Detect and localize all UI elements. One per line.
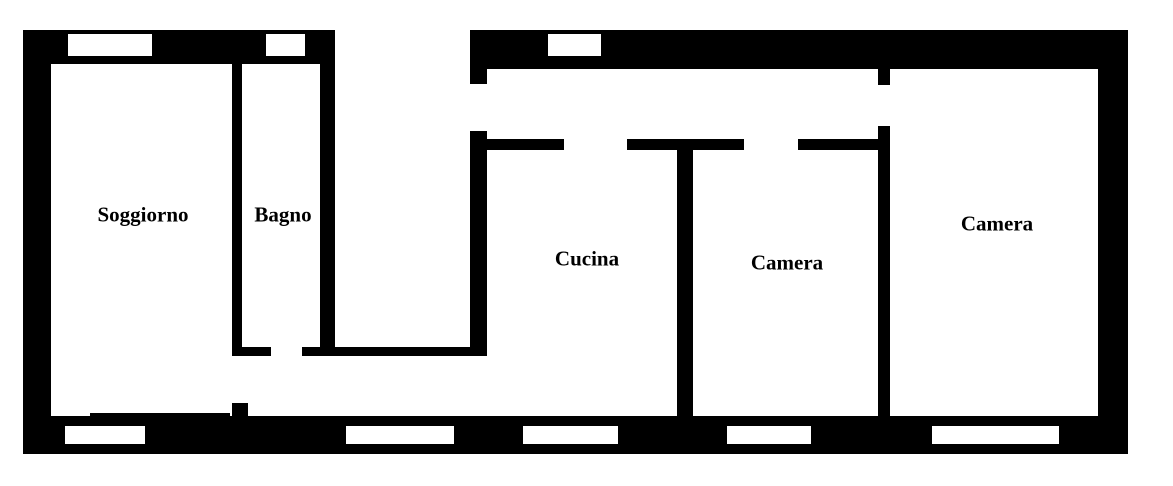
wall-camera-stub-top [878, 30, 890, 85]
wall-soggiorno-bottom-line [90, 413, 230, 416]
wall-cucina-camera [677, 139, 693, 419]
wall-bagno-bottom-left [232, 347, 271, 356]
wall-stub-bottom [232, 403, 248, 417]
room-label-camera-1: Camera [750, 250, 824, 275]
wall-bagno-right [320, 30, 335, 356]
window-top-corridor [548, 34, 601, 56]
wall-corridor-left-upper [470, 30, 487, 84]
window-bottom-soggiorno [65, 426, 145, 444]
room-label-camera-2: Camera [960, 211, 1034, 236]
window-bottom-camera-2 [932, 426, 1059, 444]
wall-camera-camera [878, 126, 890, 419]
wall-bagno-bottom-right [302, 347, 487, 356]
window-bottom-corridor [346, 426, 454, 444]
room-label-cucina: Cucina [554, 246, 620, 271]
wall-corridor-bottom-1 [470, 139, 564, 150]
wall-cucina-left [470, 131, 487, 356]
window-top-soggiorno [68, 34, 152, 56]
room-label-soggiorno: Soggiorno [97, 202, 189, 227]
wall-right-outer [1098, 30, 1128, 454]
room-label-bagno: Bagno [254, 202, 312, 227]
window-bottom-camera-1 [727, 426, 811, 444]
window-top-bagno [266, 34, 305, 56]
wall-soggiorno-bagno [232, 64, 242, 356]
wall-corridor-bottom-3 [798, 139, 890, 150]
wall-left-outer [23, 30, 51, 454]
window-bottom-cucina [523, 426, 618, 444]
